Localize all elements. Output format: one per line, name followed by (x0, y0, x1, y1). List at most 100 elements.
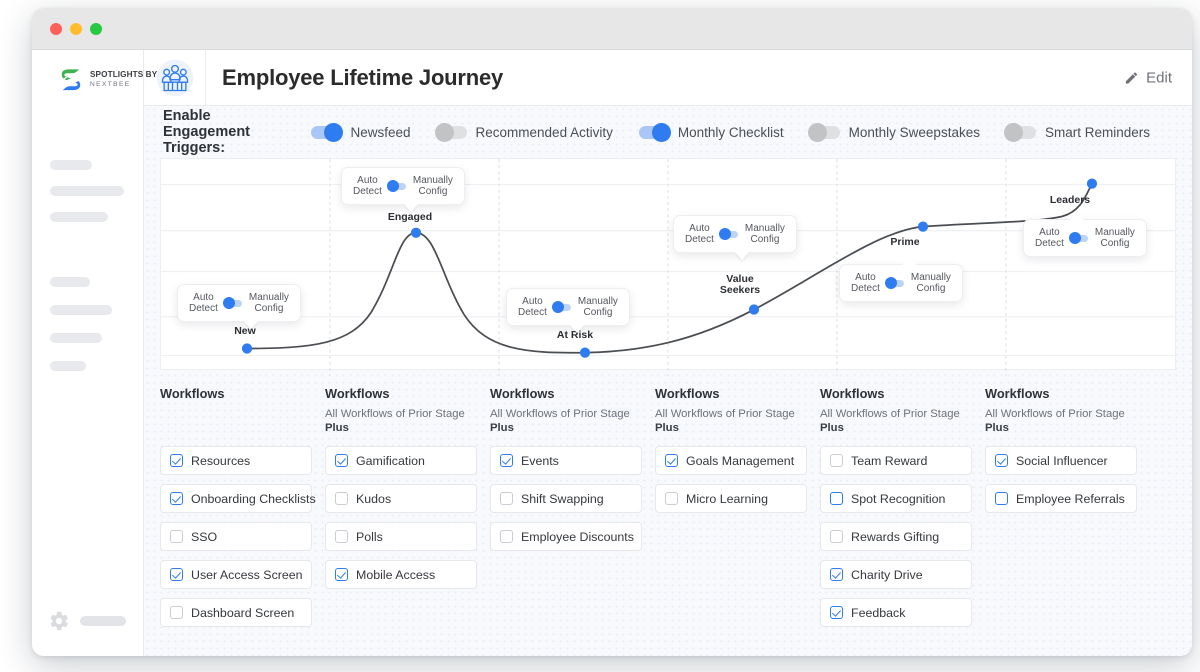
toggle-monthly-checklist[interactable] (638, 122, 671, 142)
brand-name-line1: SPOTLIGHTS BY (90, 70, 158, 80)
stage-label-new: New (234, 325, 256, 337)
toggle-detect-mode-leaders[interactable] (1068, 232, 1088, 244)
checkbox-user-access-screen[interactable] (170, 568, 183, 581)
workflow-item-resources[interactable]: Resources (160, 446, 312, 475)
checkbox-rewards-gifting[interactable] (830, 530, 843, 543)
trigger-newsfeed[interactable]: Newsfeed (311, 122, 411, 142)
toggle-newsfeed[interactable] (311, 122, 344, 142)
checkbox-goals-management[interactable] (665, 454, 678, 467)
stage-config-tooltip-leaders[interactable]: Auto Detect Manually Config (1023, 212, 1147, 257)
workflow-item-gamification[interactable]: Gamification (325, 446, 477, 475)
checkbox-events[interactable] (500, 454, 513, 467)
workflow-item-label: Resources (191, 453, 251, 468)
tooltip-tail (1070, 212, 1084, 220)
checkbox-dashboard-screen[interactable] (170, 606, 183, 619)
trigger-recommended-activity[interactable]: Recommended Activity (434, 122, 613, 142)
checkbox-social-influencer[interactable] (995, 454, 1008, 467)
stage-config-tooltip-engaged[interactable]: Auto Detect Manually Config (341, 167, 465, 212)
stage-config-tooltip-value-seekers[interactable]: Auto Detect Manually Config (673, 215, 797, 260)
workflow-item-employee-discounts[interactable]: Employee Discounts (490, 522, 642, 551)
stage-config-tooltip-new[interactable]: Auto Detect Manually Config (177, 284, 301, 329)
pencil-icon[interactable] (1124, 70, 1139, 85)
workflow-column-subtitle: All Workflows of Prior Stage Plus (325, 407, 477, 435)
workflow-item-user-access-screen[interactable]: User Access Screen (160, 560, 312, 589)
toggle-smart-reminders[interactable] (1003, 122, 1036, 142)
people-group-icon (156, 59, 193, 96)
maximize-window-button[interactable] (90, 22, 102, 35)
auto-detect-label: Auto Detect (189, 292, 218, 314)
stage-config-tooltip-at-risk[interactable]: Auto Detect Manually Config (506, 288, 630, 333)
workflow-item-employee-referrals[interactable]: Employee Referrals (985, 484, 1137, 513)
workflow-item-feedback[interactable]: Feedback (820, 598, 972, 627)
manually-config-label: Manually Config (1094, 227, 1135, 249)
toggle-detect-mode-engaged[interactable] (386, 180, 406, 192)
workflow-column-title: Workflows (820, 386, 885, 401)
workflow-item-shift-swapping[interactable]: Shift Swapping (490, 484, 642, 513)
workflow-item-social-influencer[interactable]: Social Influencer (985, 446, 1137, 475)
minimize-window-button[interactable] (70, 22, 82, 35)
checkbox-sso[interactable] (170, 530, 183, 543)
sidebar-skeleton-item (50, 160, 92, 170)
checkbox-charity-drive[interactable] (830, 568, 843, 581)
sidebar-settings-row[interactable] (48, 610, 126, 632)
checkbox-resources[interactable] (170, 454, 183, 467)
workflow-item-rewards-gifting[interactable]: Rewards Gifting (820, 522, 972, 551)
workflow-item-charity-drive[interactable]: Charity Drive (820, 560, 972, 589)
workflow-item-label: Rewards Gifting (851, 529, 940, 544)
toggle-knob (222, 297, 235, 309)
toggle-recommended-activity[interactable] (434, 122, 467, 142)
checkbox-employee-discounts[interactable] (500, 530, 513, 543)
checkbox-mobile-access[interactable] (335, 568, 348, 581)
workflow-item-team-reward[interactable]: Team Reward (820, 446, 972, 475)
close-window-button[interactable] (50, 22, 62, 35)
toggle-detect-mode-at-risk[interactable] (551, 301, 571, 313)
workflow-column-title: Workflows (490, 386, 555, 401)
workflow-item-goals-management[interactable]: Goals Management (655, 446, 807, 475)
gear-icon[interactable] (48, 610, 70, 632)
toggle-detect-mode-prime[interactable] (884, 277, 904, 289)
checkbox-team-reward[interactable] (830, 454, 843, 467)
workflow-item-onboarding-checklists[interactable]: Onboarding Checklists (160, 484, 316, 513)
workflow-item-micro-learning[interactable]: Micro Learning (655, 484, 807, 513)
workflow-item-polls[interactable]: Polls (325, 522, 477, 551)
app-header: Employee Lifetime Journey Edit (144, 49, 1192, 106)
checkbox-employee-referrals[interactable] (995, 492, 1008, 505)
workflow-item-kudos[interactable]: Kudos (325, 484, 477, 513)
brand-logo[interactable]: SPOTLIGHTS BY NEXTBEE (58, 68, 170, 92)
checkbox-polls[interactable] (335, 530, 348, 543)
trigger-smart-reminders[interactable]: Smart Reminders (1003, 122, 1150, 142)
workflow-item-mobile-access[interactable]: Mobile Access (325, 560, 477, 589)
edit-button[interactable]: Edit (1124, 69, 1172, 86)
stage-label-leaders: Leaders (1049, 194, 1091, 206)
checkbox-gamification[interactable] (335, 454, 348, 467)
checkbox-spot-recognition[interactable] (830, 492, 843, 505)
toggle-detect-mode-new[interactable] (222, 297, 242, 309)
point-engaged (410, 227, 422, 238)
trigger-monthly-checklist[interactable]: Monthly Checklist (638, 122, 784, 142)
checkbox-kudos[interactable] (335, 492, 348, 505)
checkbox-onboarding-checklists[interactable] (170, 492, 183, 505)
manually-config-label: Manually Config (577, 296, 618, 318)
checkbox-feedback[interactable] (830, 606, 843, 619)
workflow-item-dashboard-screen[interactable]: Dashboard Screen (160, 598, 312, 627)
point-value-seekers (748, 304, 760, 315)
workflow-subtitle-emphasis: Plus (490, 422, 514, 434)
workflow-item-spot-recognition[interactable]: Spot Recognition (820, 484, 972, 513)
sidebar-skeleton-item (50, 305, 112, 315)
workflow-item-sso[interactable]: SSO (160, 522, 312, 551)
stage-label-at-risk: At Risk (556, 329, 594, 341)
workflow-item-label: Team Reward (851, 453, 928, 468)
journey-content: Enable Engagement Triggers: Newsfeed Rec… (144, 106, 1192, 656)
checkbox-micro-learning[interactable] (665, 492, 678, 505)
checkbox-shift-swapping[interactable] (500, 492, 513, 505)
auto-detect-label: Auto Detect (1035, 227, 1064, 249)
toggle-monthly-sweepstakes[interactable] (807, 122, 840, 142)
stage-config-tooltip-prime[interactable]: Auto Detect Manually Config (839, 257, 963, 302)
workflow-item-events[interactable]: Events (490, 446, 642, 475)
trigger-monthly-sweepstakes[interactable]: Monthly Sweepstakes (807, 122, 980, 142)
toggle-detect-mode-value-seekers[interactable] (718, 228, 738, 240)
